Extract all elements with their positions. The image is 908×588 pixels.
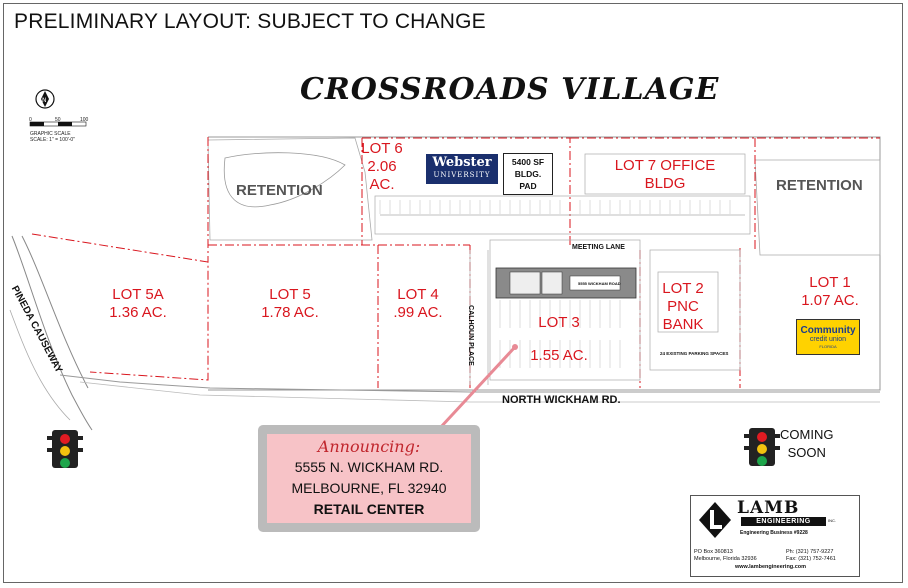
map-frame (3, 3, 903, 583)
webster-subtitle: UNIVERSITY (433, 171, 491, 179)
graphic-scale-bar (29, 121, 87, 127)
announcement-panel: Announcing: 5555 N. WICKHAM RD. MELBOURN… (267, 434, 471, 523)
lot-3-label: LOT 3 1.55 AC. (524, 314, 594, 365)
announcement-box: Announcing: 5555 N. WICKHAM RD. MELBOURN… (258, 425, 480, 532)
webster-name: Webster (432, 155, 492, 170)
lot-6-unit: AC. (369, 176, 395, 193)
webster-university-logo: Webster UNIVERSITY (426, 154, 498, 184)
calhoun-place-label: CALHOUN PLACE (466, 305, 474, 366)
lamb-logo-icon (699, 502, 731, 538)
lamb-city: Melbourne, Florida 32936 (694, 556, 757, 562)
traffic-light-icon (744, 428, 780, 466)
scale-caption: GRAPHIC SCALE (30, 131, 71, 137)
lot-5-name: LOT 5 (269, 286, 311, 303)
announcement-address-2: MELBOURNE, FL 32940 (291, 480, 447, 496)
lamb-address: PO Box 360813 Melbourne, Florida 32936 (694, 549, 757, 563)
lot-6-area: 2.06 (367, 158, 397, 175)
parking-note: 24 EXISTING PARKING SPACES (660, 351, 729, 356)
lamb-website: www.lambengineering.com (735, 564, 807, 570)
ccu-line2: credit union (809, 336, 847, 343)
lot-2-line2: PNC (667, 298, 699, 315)
preliminary-header: PRELIMINARY LAYOUT: SUBJECT TO CHANGE (14, 10, 486, 33)
lot-7-name: LOT 7 OFFICE (614, 157, 716, 174)
lot-4-area: .99 AC. (393, 304, 443, 321)
north-arrow-icon: N (35, 89, 55, 109)
lamb-engineering-block: LAMB ENGINEERING INC. Engineering Busine… (690, 495, 860, 577)
lot-6-name: LOT 6 (361, 140, 403, 157)
lamb-fax: Fax: (321) 752-7461 (786, 556, 836, 562)
scale-ratio: SCALE: 1" = 100'-0" (30, 137, 75, 143)
lamb-contact: Ph: (321) 757-9227 Fax: (321) 752-7461 (786, 549, 836, 563)
lot-2-label: LOT 2 PNC BANK (650, 280, 716, 334)
ccu-line1: Community (800, 325, 856, 336)
retention-left-label: RETENTION (236, 182, 323, 199)
announcement-type: RETAIL CENTER (313, 501, 425, 517)
project-title: CROSSROADS VILLAGE (300, 72, 720, 107)
lot-1-name: LOT 1 (809, 274, 851, 291)
bldg-pad-line1: 5400 SF (511, 157, 545, 167)
lot-7-line2: BLDG (644, 175, 686, 192)
scale-note: GRAPHIC SCALE SCALE: 1" = 100'-0" (30, 131, 75, 143)
community-credit-union-logo: Community credit union FLORIDA (796, 319, 860, 355)
lamb-inc: INC. (828, 518, 836, 523)
scale-tick-50: 50 (55, 117, 61, 123)
bldg-pad-line3: PAD (519, 181, 537, 191)
scale-tick-0: 0 (29, 117, 32, 123)
announcement-title: Announcing: (317, 437, 421, 456)
lot-1-area: 1.07 AC. (801, 292, 859, 309)
lamb-phone: Ph: (321) 757-9227 (786, 549, 834, 555)
lot-3-name: LOT 3 (538, 314, 580, 331)
lot-3-area: 1.55 AC. (530, 347, 588, 364)
soon-text: SOON (787, 445, 826, 460)
lot-5a-name: LOT 5A (112, 286, 164, 303)
lamb-engineering-bar: ENGINEERING (741, 517, 826, 526)
bldg-pad-line2: BLDG. (514, 169, 542, 179)
lot-2-line3: BANK (662, 316, 704, 333)
lot-4-name: LOT 4 (397, 286, 439, 303)
lot-4-label: LOT 4 .99 AC. (380, 286, 456, 322)
lot-6-label: LOT 6 2.06 AC. (357, 140, 407, 194)
svg-text:N: N (42, 97, 47, 104)
lot-5a-area: 1.36 AC. (109, 304, 167, 321)
north-wickham-label: NORTH WICKHAM RD. (502, 394, 621, 406)
lot-5-area: 1.78 AC. (261, 304, 319, 321)
lot-1-label: LOT 1 1.07 AC. (790, 274, 870, 310)
coming-text: COMING (780, 427, 834, 442)
building-address-note: 5555 WICKHAM ROAD (578, 281, 621, 286)
meeting-lane-label: MEETING LANE (572, 244, 625, 251)
lamb-name: LAMB (737, 498, 800, 518)
lot-5a-label: LOT 5A 1.36 AC. (98, 286, 178, 322)
retention-right-label: RETENTION (776, 177, 863, 194)
lamb-business-number: Engineering Business #9228 (740, 530, 808, 536)
announcement-address-1: 5555 N. WICKHAM RD. (294, 459, 444, 475)
lot-2-name: LOT 2 (662, 280, 704, 297)
traffic-light-icon (47, 430, 83, 468)
building-pad-note: 5400 SF BLDG. PAD (503, 153, 553, 195)
coming-soon-label: COMING SOON (780, 426, 833, 462)
scale-tick-100: 100 (80, 117, 89, 123)
ccu-line3: FLORIDA (819, 344, 837, 349)
lot-7-label: LOT 7 OFFICE BLDG (605, 157, 725, 193)
lot-5-label: LOT 5 1.78 AC. (250, 286, 330, 322)
lamb-po: PO Box 360813 (694, 549, 733, 555)
